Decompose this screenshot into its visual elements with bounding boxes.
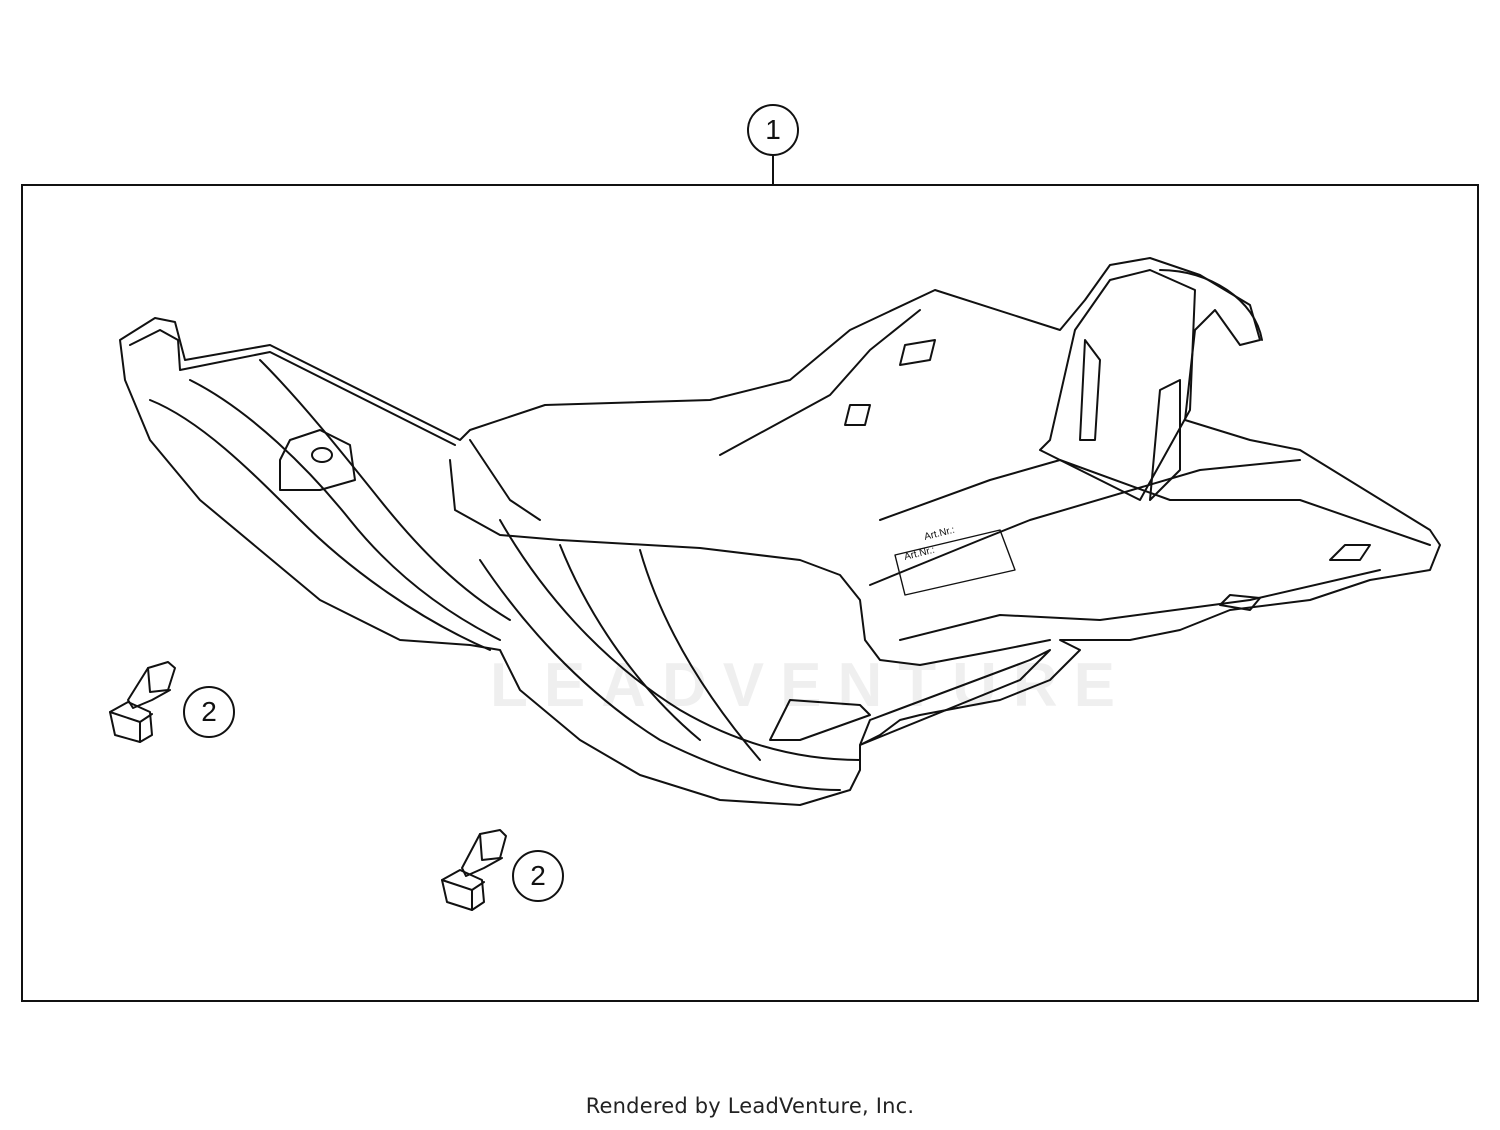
footer-credit: Rendered by LeadVenture, Inc. <box>585 1094 915 1118</box>
watermark-text: LEADVENTURE <box>490 651 1132 720</box>
skid-plate <box>119 257 1441 806</box>
callout-2b: 2 <box>512 850 564 902</box>
part-stamp-line1: Art.Nr.: <box>923 525 956 543</box>
bolt-icon <box>109 661 176 743</box>
callout-1: 1 <box>747 104 799 156</box>
bolt-icon <box>441 829 507 911</box>
part-stamp <box>894 529 1016 596</box>
callout-2a: 2 <box>183 686 235 738</box>
assembly-frame <box>21 184 1479 1002</box>
